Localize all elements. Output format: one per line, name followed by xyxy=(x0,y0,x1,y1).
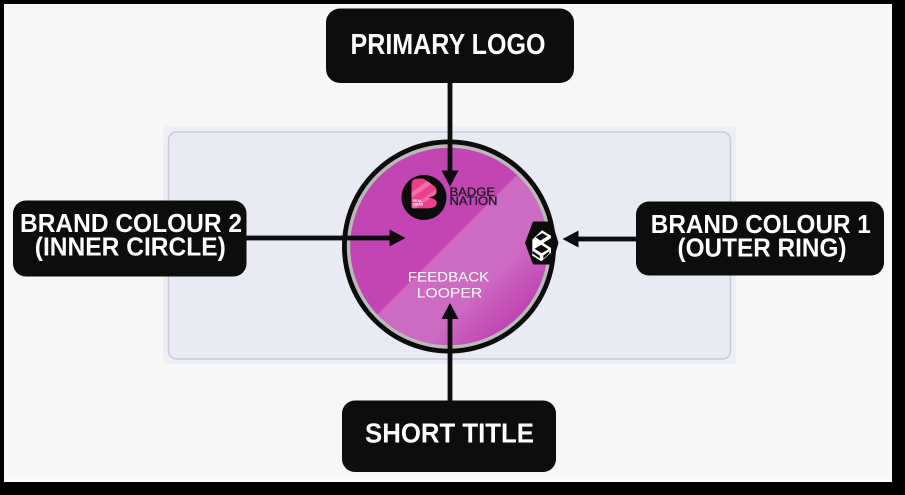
svg-text:(INNER CIRCLE): (INNER CIRCLE) xyxy=(35,232,226,262)
svg-text:IDEAS: IDEAS xyxy=(413,203,424,207)
svg-text:FEEDBACK: FEEDBACK xyxy=(408,269,490,285)
svg-text:LOOPER: LOOPER xyxy=(417,285,483,301)
svg-text:SHORT TITLE: SHORT TITLE xyxy=(365,418,534,449)
svg-text:REAL: REAL xyxy=(413,199,423,203)
svg-text:BADGE: BADGE xyxy=(450,187,496,199)
svg-text:BRAND COLOUR 1: BRAND COLOUR 1 xyxy=(651,209,871,239)
svg-text:NATION: NATION xyxy=(450,196,498,208)
svg-text:BRAND COLOUR 2: BRAND COLOUR 2 xyxy=(20,208,242,238)
svg-text:PRIMARY LOGO: PRIMARY LOGO xyxy=(351,29,546,61)
svg-text:(OUTER RING): (OUTER RING) xyxy=(678,232,847,262)
